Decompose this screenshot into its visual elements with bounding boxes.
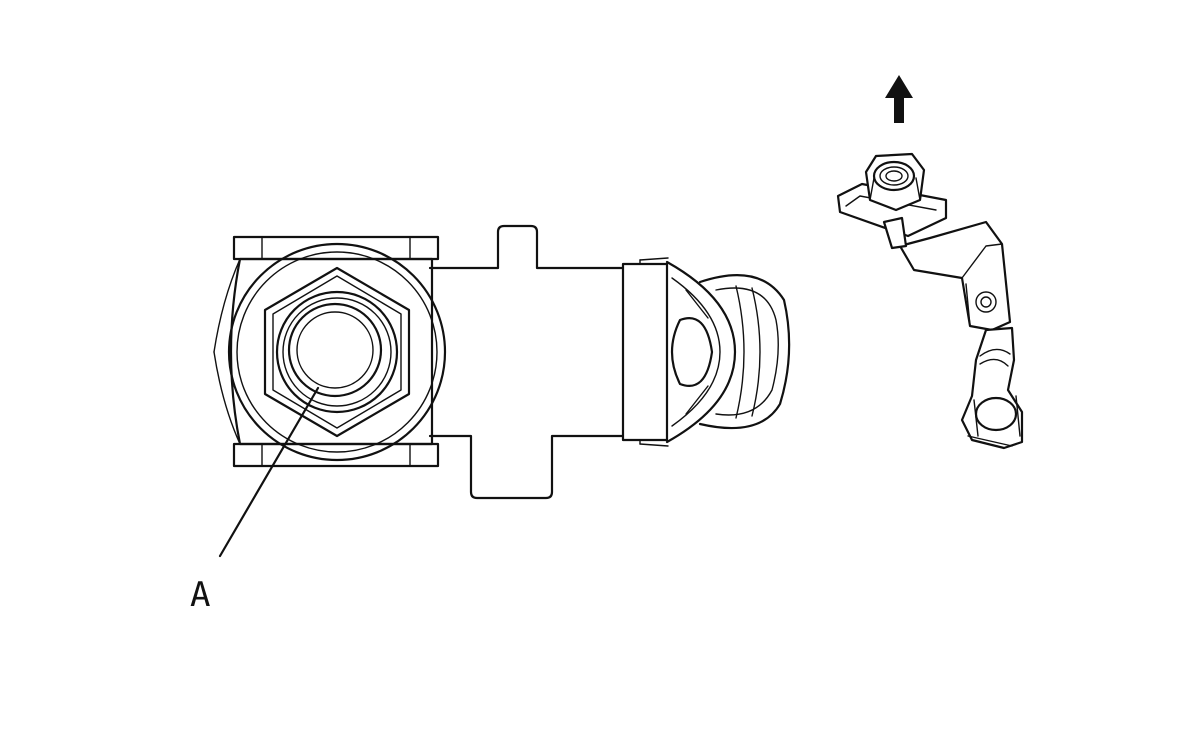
callout-label-a: A [190,575,210,615]
battery-terminal-top-view [213,224,791,558]
arrow-up-icon [885,75,913,123]
cable-collar [621,257,669,447]
battery-post [275,290,399,414]
battery-cable [698,274,791,430]
bottom-clamp-bar [232,442,440,468]
cable-boot [665,260,737,444]
callout-leader-a [218,386,320,558]
terminal-plate [428,224,627,500]
top-clamp-bar [232,235,440,261]
post-outer-ring [227,242,447,462]
terminal-isometric-detail [836,152,1024,450]
hex-nut [263,266,411,438]
